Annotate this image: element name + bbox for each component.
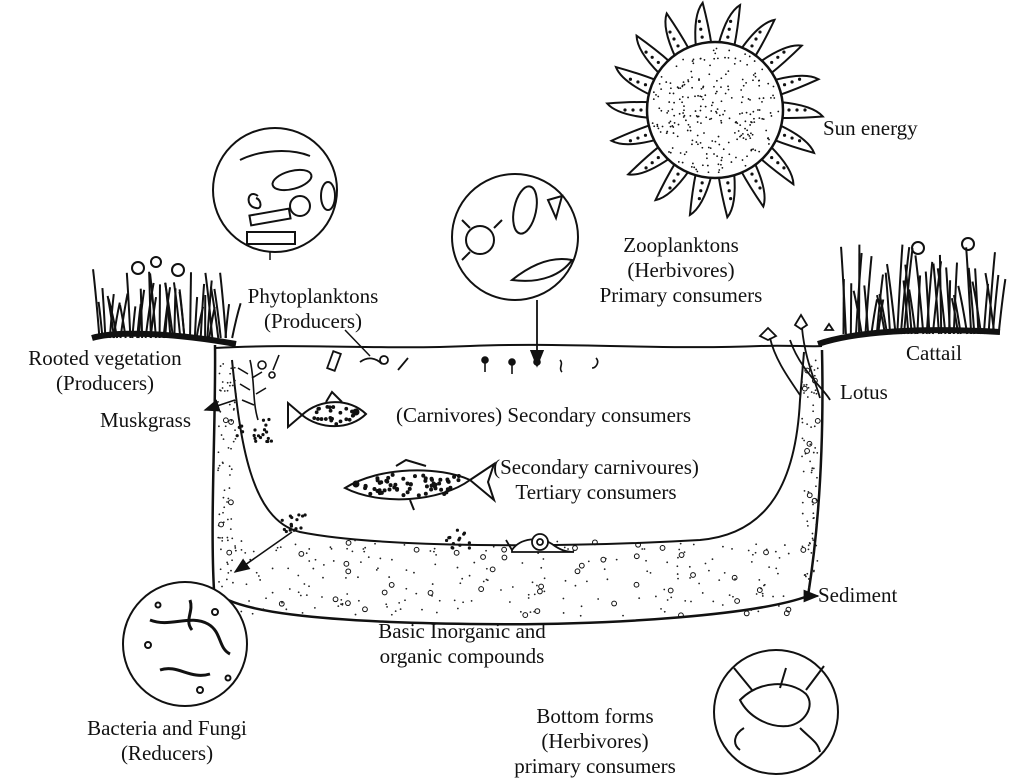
bottom-forms-circle-icon xyxy=(714,650,838,774)
snail-icon xyxy=(506,534,574,552)
zooplankton-particles-icon xyxy=(482,357,598,374)
bottom-forms-label-line-2: (Herbivores) xyxy=(500,729,690,754)
muskgrass-label: Muskgrass xyxy=(100,408,191,433)
tertiary-label-line-2: Tertiary consumers xyxy=(475,480,717,505)
phytoplankton-label-line-2: (Producers) xyxy=(233,309,393,334)
zooplankton-label-line-3: Primary consumers xyxy=(573,283,789,308)
bottom-forms-label: Bottom forms (Herbivores) primary consum… xyxy=(500,704,690,779)
phytoplankton-label: Phytoplanktons (Producers) xyxy=(233,284,393,334)
left-grass-bank-icon xyxy=(92,257,241,344)
sun-icon xyxy=(607,3,823,218)
bacteria-fungi-label: Bacteria and Fungi (Reducers) xyxy=(60,716,274,766)
sun-energy-label: Sun energy xyxy=(823,116,918,141)
phytoplankton-circle-icon xyxy=(213,128,337,252)
sediment-label: Sediment xyxy=(818,583,897,608)
lotus-label: Lotus xyxy=(840,380,888,405)
compounds-label: Basic Inorganic and organic compounds xyxy=(352,619,572,669)
compounds-label-line-1: Basic Inorganic and xyxy=(352,619,572,644)
zooplankton-label-line-1: Zooplanktons xyxy=(573,233,789,258)
muskgrass-icon xyxy=(238,355,279,420)
right-grass-bank-icon xyxy=(818,238,1005,344)
bacteria-circle-icon xyxy=(123,582,247,706)
bacteria-label-line-1: Bacteria and Fungi xyxy=(60,716,274,741)
small-fish-icon xyxy=(288,392,366,427)
cattail-label: Cattail xyxy=(906,341,962,366)
compounds-label-line-2: organic compounds xyxy=(352,644,572,669)
tertiary-label-line-1: (Secondary carnivoures) xyxy=(475,455,717,480)
bacteria-label-line-2: (Reducers) xyxy=(60,741,274,766)
bottom-forms-label-line-3: primary consumers xyxy=(500,754,690,779)
bottom-forms-label-line-1: Bottom forms xyxy=(500,704,690,729)
zooplankton-circle-icon xyxy=(452,174,578,300)
rooted-vegetation-label-line-1: Rooted vegetation xyxy=(2,346,208,371)
carnivores-label: (Carnivores) Secondary consumers xyxy=(396,403,691,428)
phytoplankton-label-line-1: Phytoplanktons xyxy=(233,284,393,309)
zooplankton-label: Zooplanktons (Herbivores) Primary consum… xyxy=(573,233,789,308)
tertiary-consumers-label: (Secondary carnivoures) Tertiary consume… xyxy=(475,455,717,505)
zooplankton-label-line-2: (Herbivores) xyxy=(573,258,789,283)
rooted-vegetation-label: Rooted vegetation (Producers) xyxy=(2,346,208,396)
large-fish-icon xyxy=(345,460,494,510)
rooted-vegetation-label-line-2: (Producers) xyxy=(2,371,208,396)
